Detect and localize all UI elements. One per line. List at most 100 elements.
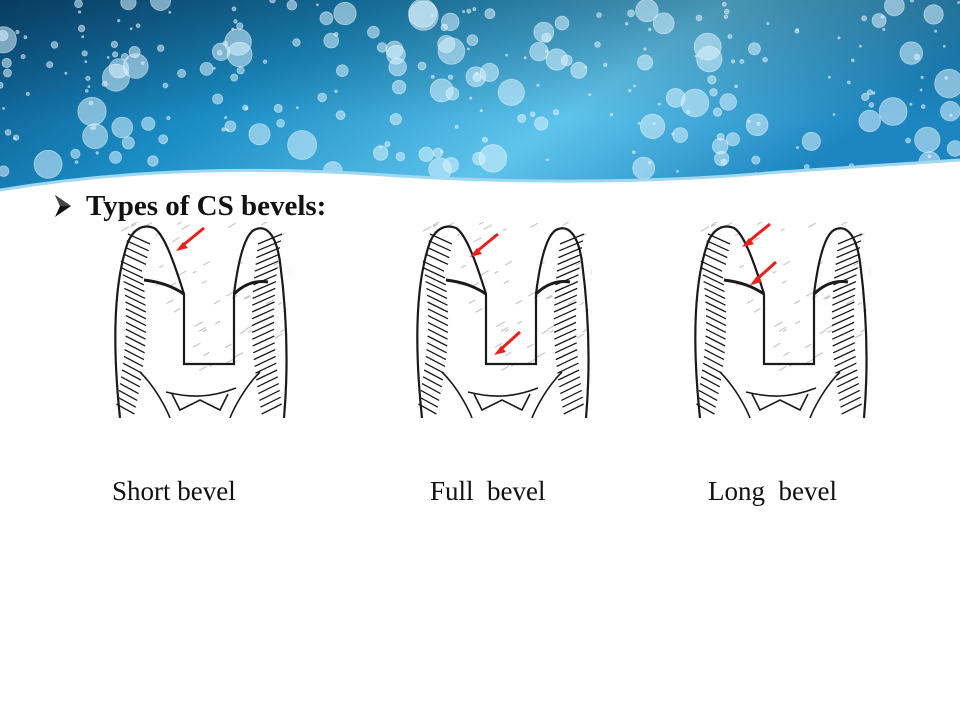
- enamel-hatch: [554, 281, 579, 293]
- bubble: [905, 137, 911, 144]
- bubble: [149, 0, 171, 12]
- texture-speck: [806, 357, 816, 364]
- texture-speck: [215, 320, 221, 325]
- enamel-hatch: [831, 301, 855, 313]
- bubble: [727, 34, 733, 39]
- bubble: [230, 73, 239, 82]
- enamel-hatch: [124, 287, 146, 299]
- bubble: [74, 160, 79, 164]
- bubble: [712, 107, 723, 117]
- enamel-hatch: [556, 260, 581, 272]
- enamel-hatch: [253, 349, 276, 361]
- bubble: [231, 27, 235, 31]
- enamel-hatch: [555, 267, 580, 279]
- texture-speck: [782, 328, 787, 333]
- bubble: [803, 164, 810, 170]
- enamel-hatch: [560, 383, 582, 395]
- texture-speck: [130, 222, 139, 226]
- bubble: [120, 0, 137, 11]
- enamel-hatch: [831, 315, 855, 327]
- texture-speck: [473, 237, 482, 243]
- enamel-hatch: [831, 321, 855, 333]
- enamel-hatch: [420, 389, 440, 401]
- bubble: [129, 27, 133, 31]
- bubble: [212, 66, 216, 70]
- bubble: [859, 44, 862, 48]
- texture-speck: [224, 343, 232, 349]
- bubble: [177, 68, 187, 78]
- enamel-hatch: [837, 233, 863, 245]
- bubble: [588, 93, 592, 96]
- enamel-hatch: [557, 362, 579, 374]
- bubble: [74, 0, 83, 9]
- texture-speck: [710, 223, 716, 228]
- bubble: [106, 56, 110, 59]
- slide-title-colon: :: [316, 189, 327, 222]
- bubble: [920, 104, 926, 109]
- bubble: [418, 146, 434, 162]
- texture-speck: [472, 282, 479, 287]
- enamel-hatch: [832, 294, 856, 306]
- bubble: [940, 100, 960, 122]
- bubble: [121, 136, 135, 150]
- texture-speck: [198, 326, 207, 332]
- bubble: [899, 41, 924, 65]
- bubble: [695, 14, 703, 22]
- bubble: [479, 109, 483, 113]
- enamel-hatch: [252, 335, 275, 347]
- bubble: [748, 42, 761, 56]
- dej-line: [534, 280, 571, 296]
- enamel-hatch: [427, 335, 448, 347]
- enamel-hatch: [252, 328, 275, 340]
- bubble: [721, 1, 727, 7]
- bubble: [946, 140, 960, 157]
- enamel-hatch: [554, 342, 577, 354]
- enamel-hatch: [427, 308, 449, 320]
- bubble: [596, 12, 602, 18]
- bubble: [166, 115, 171, 121]
- texture-speck: [228, 222, 237, 228]
- bubble: [871, 91, 876, 95]
- texture-speck: [710, 222, 719, 226]
- texture-speck: [201, 280, 207, 284]
- texture-speck: [479, 270, 489, 277]
- bubble: [554, 15, 570, 31]
- enamel-hatch: [704, 342, 725, 354]
- bubble: [801, 131, 821, 151]
- texture-speck: [494, 270, 499, 274]
- enamel-hatch: [252, 287, 276, 299]
- texture-speck: [774, 321, 784, 328]
- bubble: [244, 106, 248, 110]
- slide-title-row: Types of CS bevels:: [52, 186, 326, 226]
- bubble: [628, 88, 632, 93]
- texture-speck: [505, 351, 512, 357]
- enamel-hatch: [836, 369, 858, 381]
- enamel-hatch: [423, 267, 446, 279]
- texture-speck: [226, 357, 236, 364]
- texture-speck: [562, 222, 570, 226]
- enamel-hatch: [703, 281, 725, 293]
- bubble: [846, 80, 851, 85]
- pulp-outline: [719, 371, 841, 418]
- bubble: [333, 31, 339, 37]
- enamel-hatch: [254, 355, 276, 367]
- bubble: [156, 44, 165, 52]
- texture-speck: [547, 325, 555, 330]
- bubble: [466, 34, 479, 46]
- bubble: [212, 93, 224, 105]
- bubble: [222, 40, 228, 46]
- bubble: [85, 75, 91, 81]
- enamel-hatch: [427, 247, 450, 259]
- bubble: [323, 32, 340, 49]
- bubble: [837, 36, 841, 40]
- slide-title: Types of CS bevels:: [86, 190, 326, 223]
- texture-speck: [181, 224, 191, 231]
- texture-speck: [857, 301, 863, 306]
- dej-line: [232, 280, 269, 296]
- enamel-hatch: [260, 396, 281, 408]
- texture-speck: [483, 224, 493, 231]
- pulp-horn: [473, 393, 531, 412]
- texture-speck: [500, 365, 509, 372]
- texture-speck: [517, 320, 523, 325]
- bubble: [2, 107, 5, 110]
